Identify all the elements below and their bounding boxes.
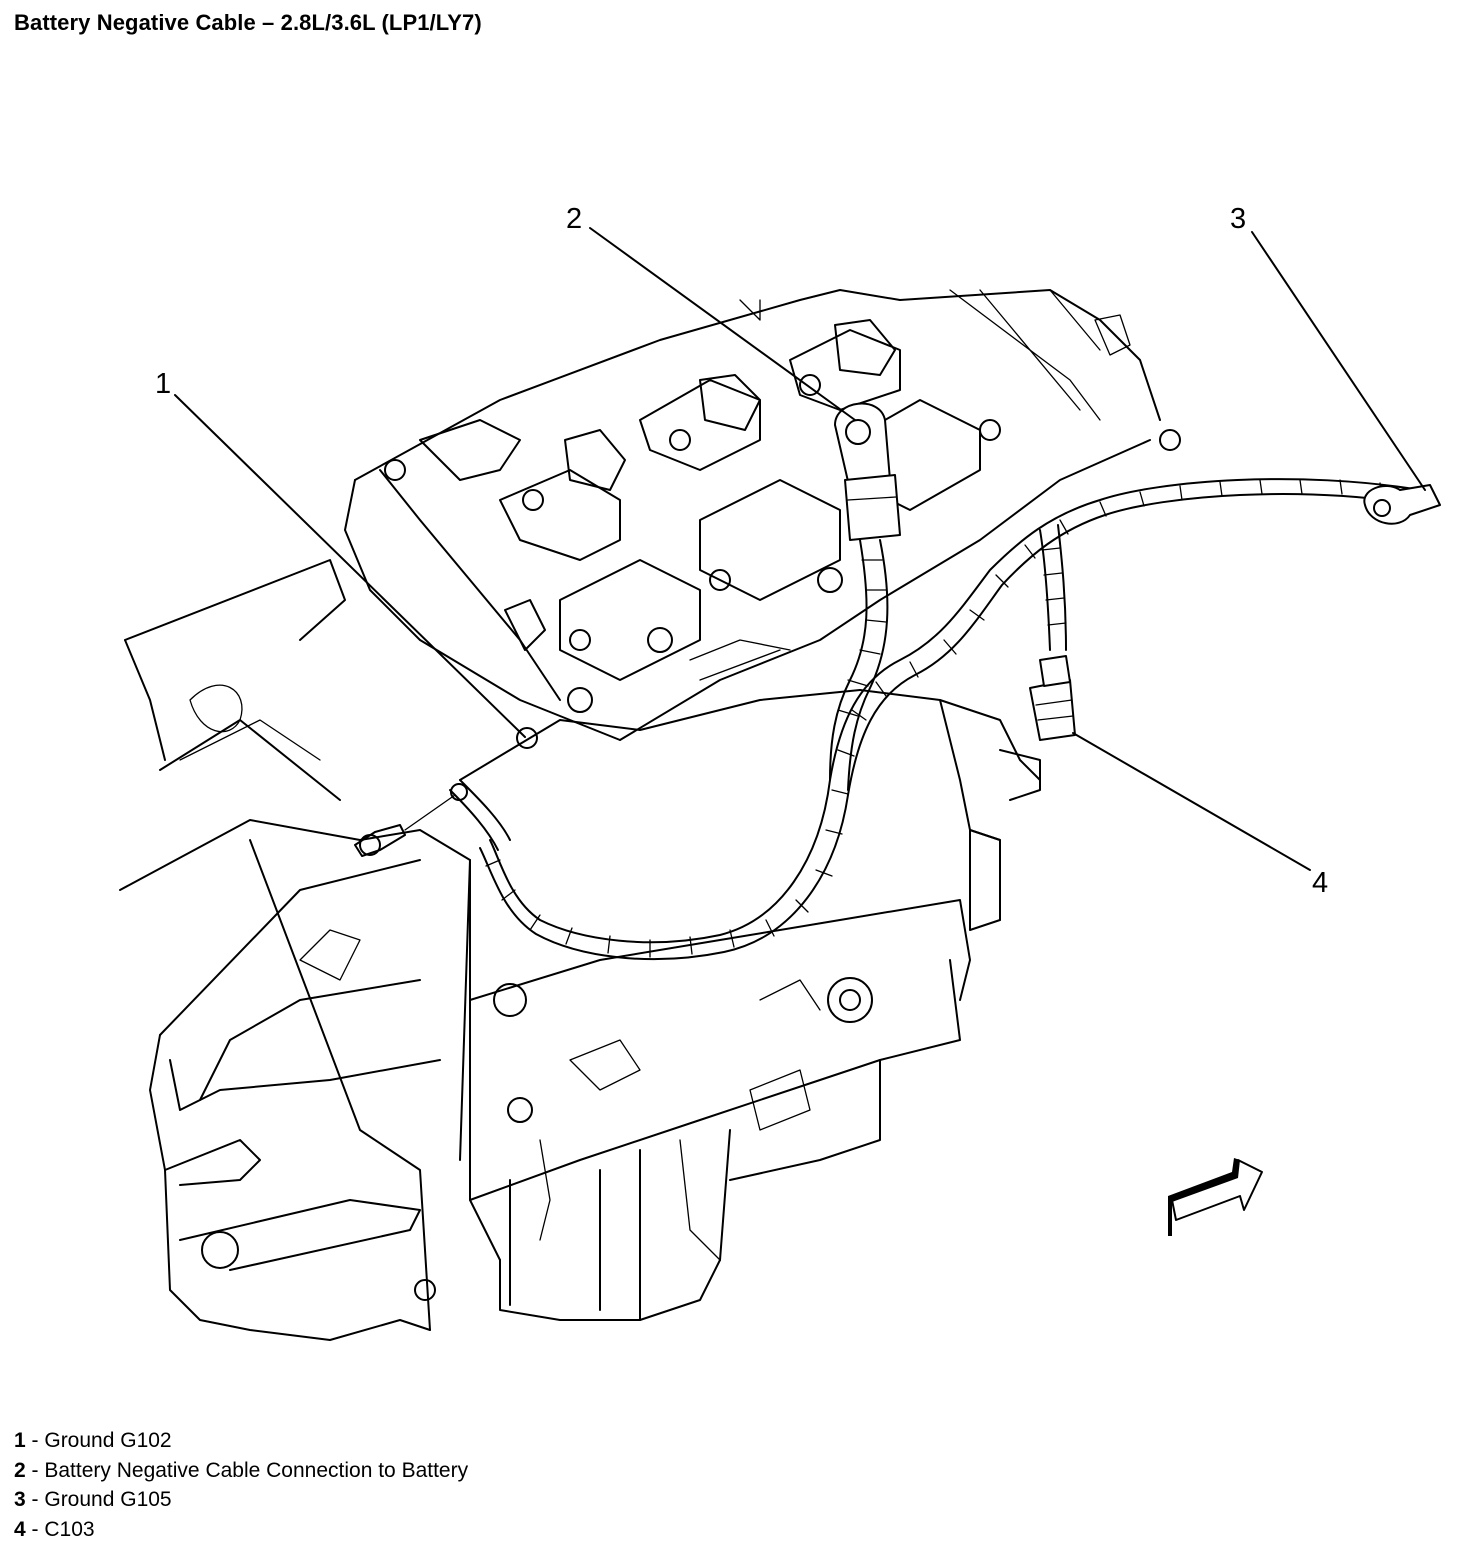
callout-number-3: 3 <box>1230 203 1246 235</box>
ground-g105-eyelet <box>1363 484 1441 525</box>
diagram-title: Battery Negative Cable – 2.8L/3.6L (LP1/… <box>14 10 482 35</box>
transmission-housing <box>119 559 471 1341</box>
legend-number: 2 <box>14 1458 26 1482</box>
legend-label: Ground G102 <box>44 1429 172 1452</box>
legend-item: 3 - Ground G105 <box>14 1488 172 1511</box>
front-direction-arrow-icon <box>1168 1158 1263 1236</box>
legend-item: 2 - Battery Negative Cable Connection to… <box>14 1458 469 1482</box>
wiring-harness <box>449 478 1421 961</box>
legend-number: 3 <box>14 1488 26 1511</box>
callout-labels: 1 2 3 4 <box>155 203 1328 899</box>
ground-g102-bolt <box>354 727 538 857</box>
battery-negative-terminal <box>834 402 901 541</box>
legend-number: 4 <box>14 1517 26 1541</box>
callout-number-1: 1 <box>155 368 171 400</box>
callout-leaders <box>174 227 1426 871</box>
engine-cylinder-heads <box>344 289 1181 741</box>
legend-label: Ground G105 <box>44 1488 172 1511</box>
callout-number-2: 2 <box>566 203 582 235</box>
legend-label: Battery Negative Cable Connection to Bat… <box>44 1458 469 1482</box>
engine-block <box>459 689 1041 1321</box>
legend-item: 4 - C103 <box>14 1517 95 1541</box>
callout-number-4: 4 <box>1312 867 1328 899</box>
c103-connector <box>1029 655 1076 741</box>
callout-legend: 1 - Ground G102 2 - Battery Negative Cab… <box>14 1426 468 1544</box>
legend-item: 1 - Ground G102 <box>14 1429 172 1452</box>
legend-number: 1 <box>14 1429 26 1452</box>
legend-label: C103 <box>44 1517 95 1541</box>
